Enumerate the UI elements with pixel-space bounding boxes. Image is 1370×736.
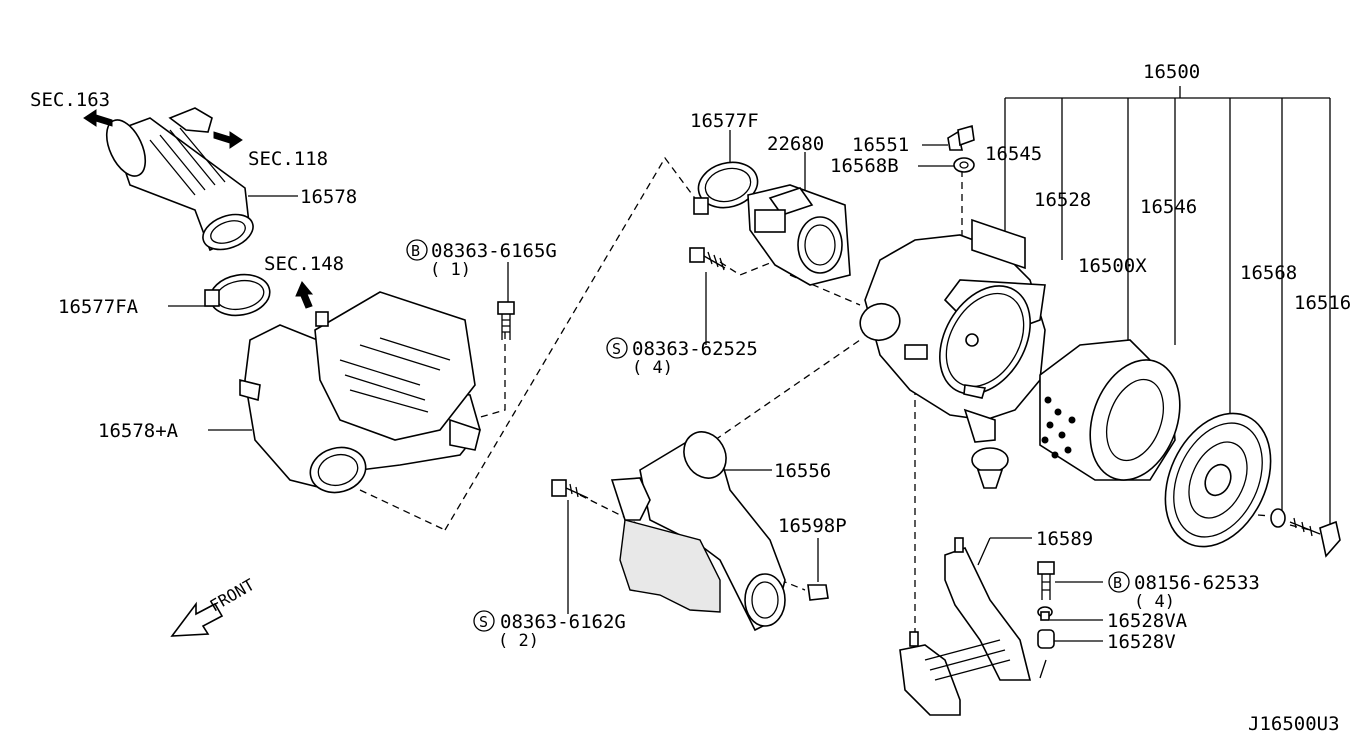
sec118-label: SEC.118 [248, 148, 328, 170]
part-16577FA-label: 16577FA [58, 296, 139, 318]
wing-nut-16516 [1289, 517, 1341, 558]
washer-16568B [953, 157, 975, 173]
grommet-16598P [807, 584, 829, 601]
fastener-2-number: 08363-62525 [632, 338, 758, 360]
part-16578A-label: 16578+A [98, 420, 179, 442]
fastener-3-prefix: S [479, 613, 488, 631]
leader-lines [168, 86, 1331, 679]
part-16500X-label: 16500X [1078, 255, 1147, 277]
hose-clamp-16577F [693, 161, 759, 215]
grommet-16528V [1037, 629, 1055, 649]
part-16528VA-label: 16528VA [1107, 610, 1188, 632]
drain-valve [971, 447, 1009, 489]
wing-bolt-16551 [947, 124, 975, 151]
part-22680-label: 22680 [767, 133, 824, 155]
air-flow-meter-22680 [747, 184, 851, 286]
fastener-3-qty: ( 2) [498, 631, 539, 651]
sec163-arrow [83, 109, 113, 127]
fastener-4-qty: ( 4) [1134, 592, 1175, 612]
fastener-2-qty: ( 4) [632, 358, 673, 378]
fastener-2-prefix: S [612, 340, 621, 358]
fastener-3-number: 08363-6162G [500, 611, 626, 633]
bolt-08363-6165G [497, 301, 515, 340]
fastener-4-prefix-circle [1108, 571, 1130, 593]
diagram-code: J16500U3 [1248, 713, 1340, 735]
part-16578-label: 16578 [300, 186, 357, 208]
screw-08363-62525 [689, 247, 726, 271]
fastener-4-prefix: B [1113, 574, 1122, 592]
washer-16568 [1270, 508, 1286, 528]
air-duct-hose-16578 [105, 107, 254, 252]
part-16598P-label: 16598P [778, 515, 847, 537]
fastener-3-prefix-circle [473, 610, 495, 632]
bracket-16589 [899, 537, 1032, 716]
part-16528V-label: 16528V [1107, 631, 1176, 653]
fastener-1-prefix-circle [406, 239, 428, 261]
part-16589-label: 16589 [1036, 528, 1093, 550]
sec163-label: SEC.163 [30, 89, 110, 111]
part-16546-label: 16546 [1140, 196, 1197, 218]
sec148-arrow [295, 281, 314, 309]
part-16516-label: 16516 [1294, 292, 1351, 314]
part-16551-label: 16551 [852, 134, 909, 156]
part-16568B-label: 16568B [830, 155, 899, 177]
bushing-16528VA [1037, 606, 1053, 621]
fastener-2-prefix-circle [606, 337, 628, 359]
fastener-1-number: 08363-6165G [431, 240, 557, 262]
cover-16500X [1164, 412, 1272, 548]
part-16556-label: 16556 [774, 460, 831, 482]
sec118-arrow [213, 131, 243, 149]
front-arrow-icon [170, 601, 224, 637]
part-16577F-label: 16577F [690, 110, 759, 132]
fastener-1-prefix: B [411, 242, 420, 260]
fastener-4-number: 08156-62533 [1134, 572, 1260, 594]
hose-clamp-16577FA [204, 273, 271, 317]
inlet-duct-16578A [239, 291, 481, 494]
front-label: FRONT [207, 575, 259, 616]
part-16500-label: 16500 [1143, 61, 1200, 83]
part-16568-label: 16568 [1240, 262, 1297, 284]
air-duct-16556 [610, 431, 786, 632]
part-16545-label: 16545 [985, 143, 1042, 165]
labels: SEC.163 SEC.118 SEC.148 16578 16577FA 16… [30, 61, 1351, 735]
sec148-label: SEC.148 [264, 253, 344, 275]
air-cleaner-body [859, 234, 1046, 443]
screw-08363-6162G [551, 479, 589, 499]
bolt-08156-62533 [1037, 561, 1055, 600]
filter-element-16546 [1039, 339, 1181, 481]
label-plate-16545 [971, 218, 1026, 270]
part-16528-label: 16528 [1034, 189, 1091, 211]
fastener-1-qty: ( 1) [430, 260, 471, 280]
